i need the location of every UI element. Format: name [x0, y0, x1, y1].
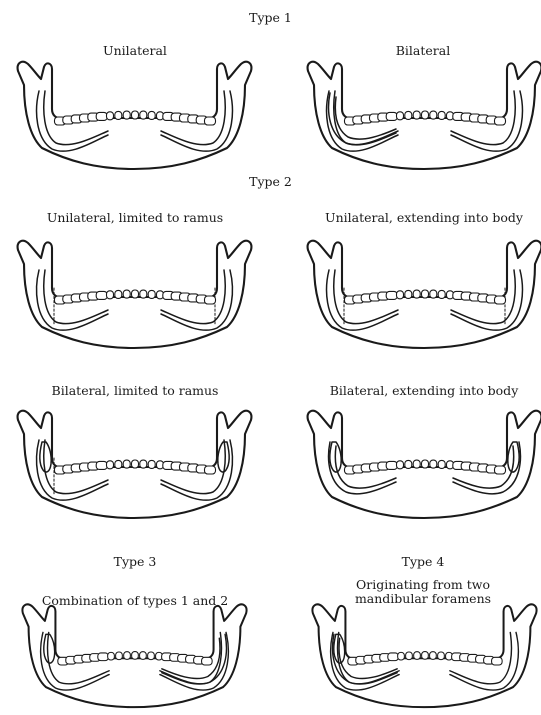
mandible-type2-bilateral-body — [302, 402, 541, 522]
type4-heading: Type 4 — [318, 556, 528, 569]
type2-bilateral-body-caption: Bilateral, extending into body — [308, 385, 540, 398]
type2-heading: Type 2 — [0, 176, 541, 189]
type2-bilateral-ramus-caption: Bilateral, limited to ramus — [20, 385, 250, 398]
type2-unilateral-body-caption: Unilateral, extending into body — [308, 212, 540, 225]
type2-unilateral-ramus-caption: Unilateral, limited to ramus — [20, 212, 250, 225]
mandible-type1-bilateral — [302, 53, 541, 173]
mandible-type2-unilateral-body — [302, 232, 541, 352]
mandible-type2-unilateral-ramus — [12, 232, 257, 352]
mandible-type3 — [12, 596, 257, 711]
type1-heading: Type 1 — [0, 12, 541, 25]
mandible-type2-bilateral-ramus — [12, 402, 257, 522]
mandible-type1-unilateral — [12, 53, 257, 173]
mandible-type4 — [302, 596, 541, 711]
type3-heading: Type 3 — [30, 556, 240, 569]
